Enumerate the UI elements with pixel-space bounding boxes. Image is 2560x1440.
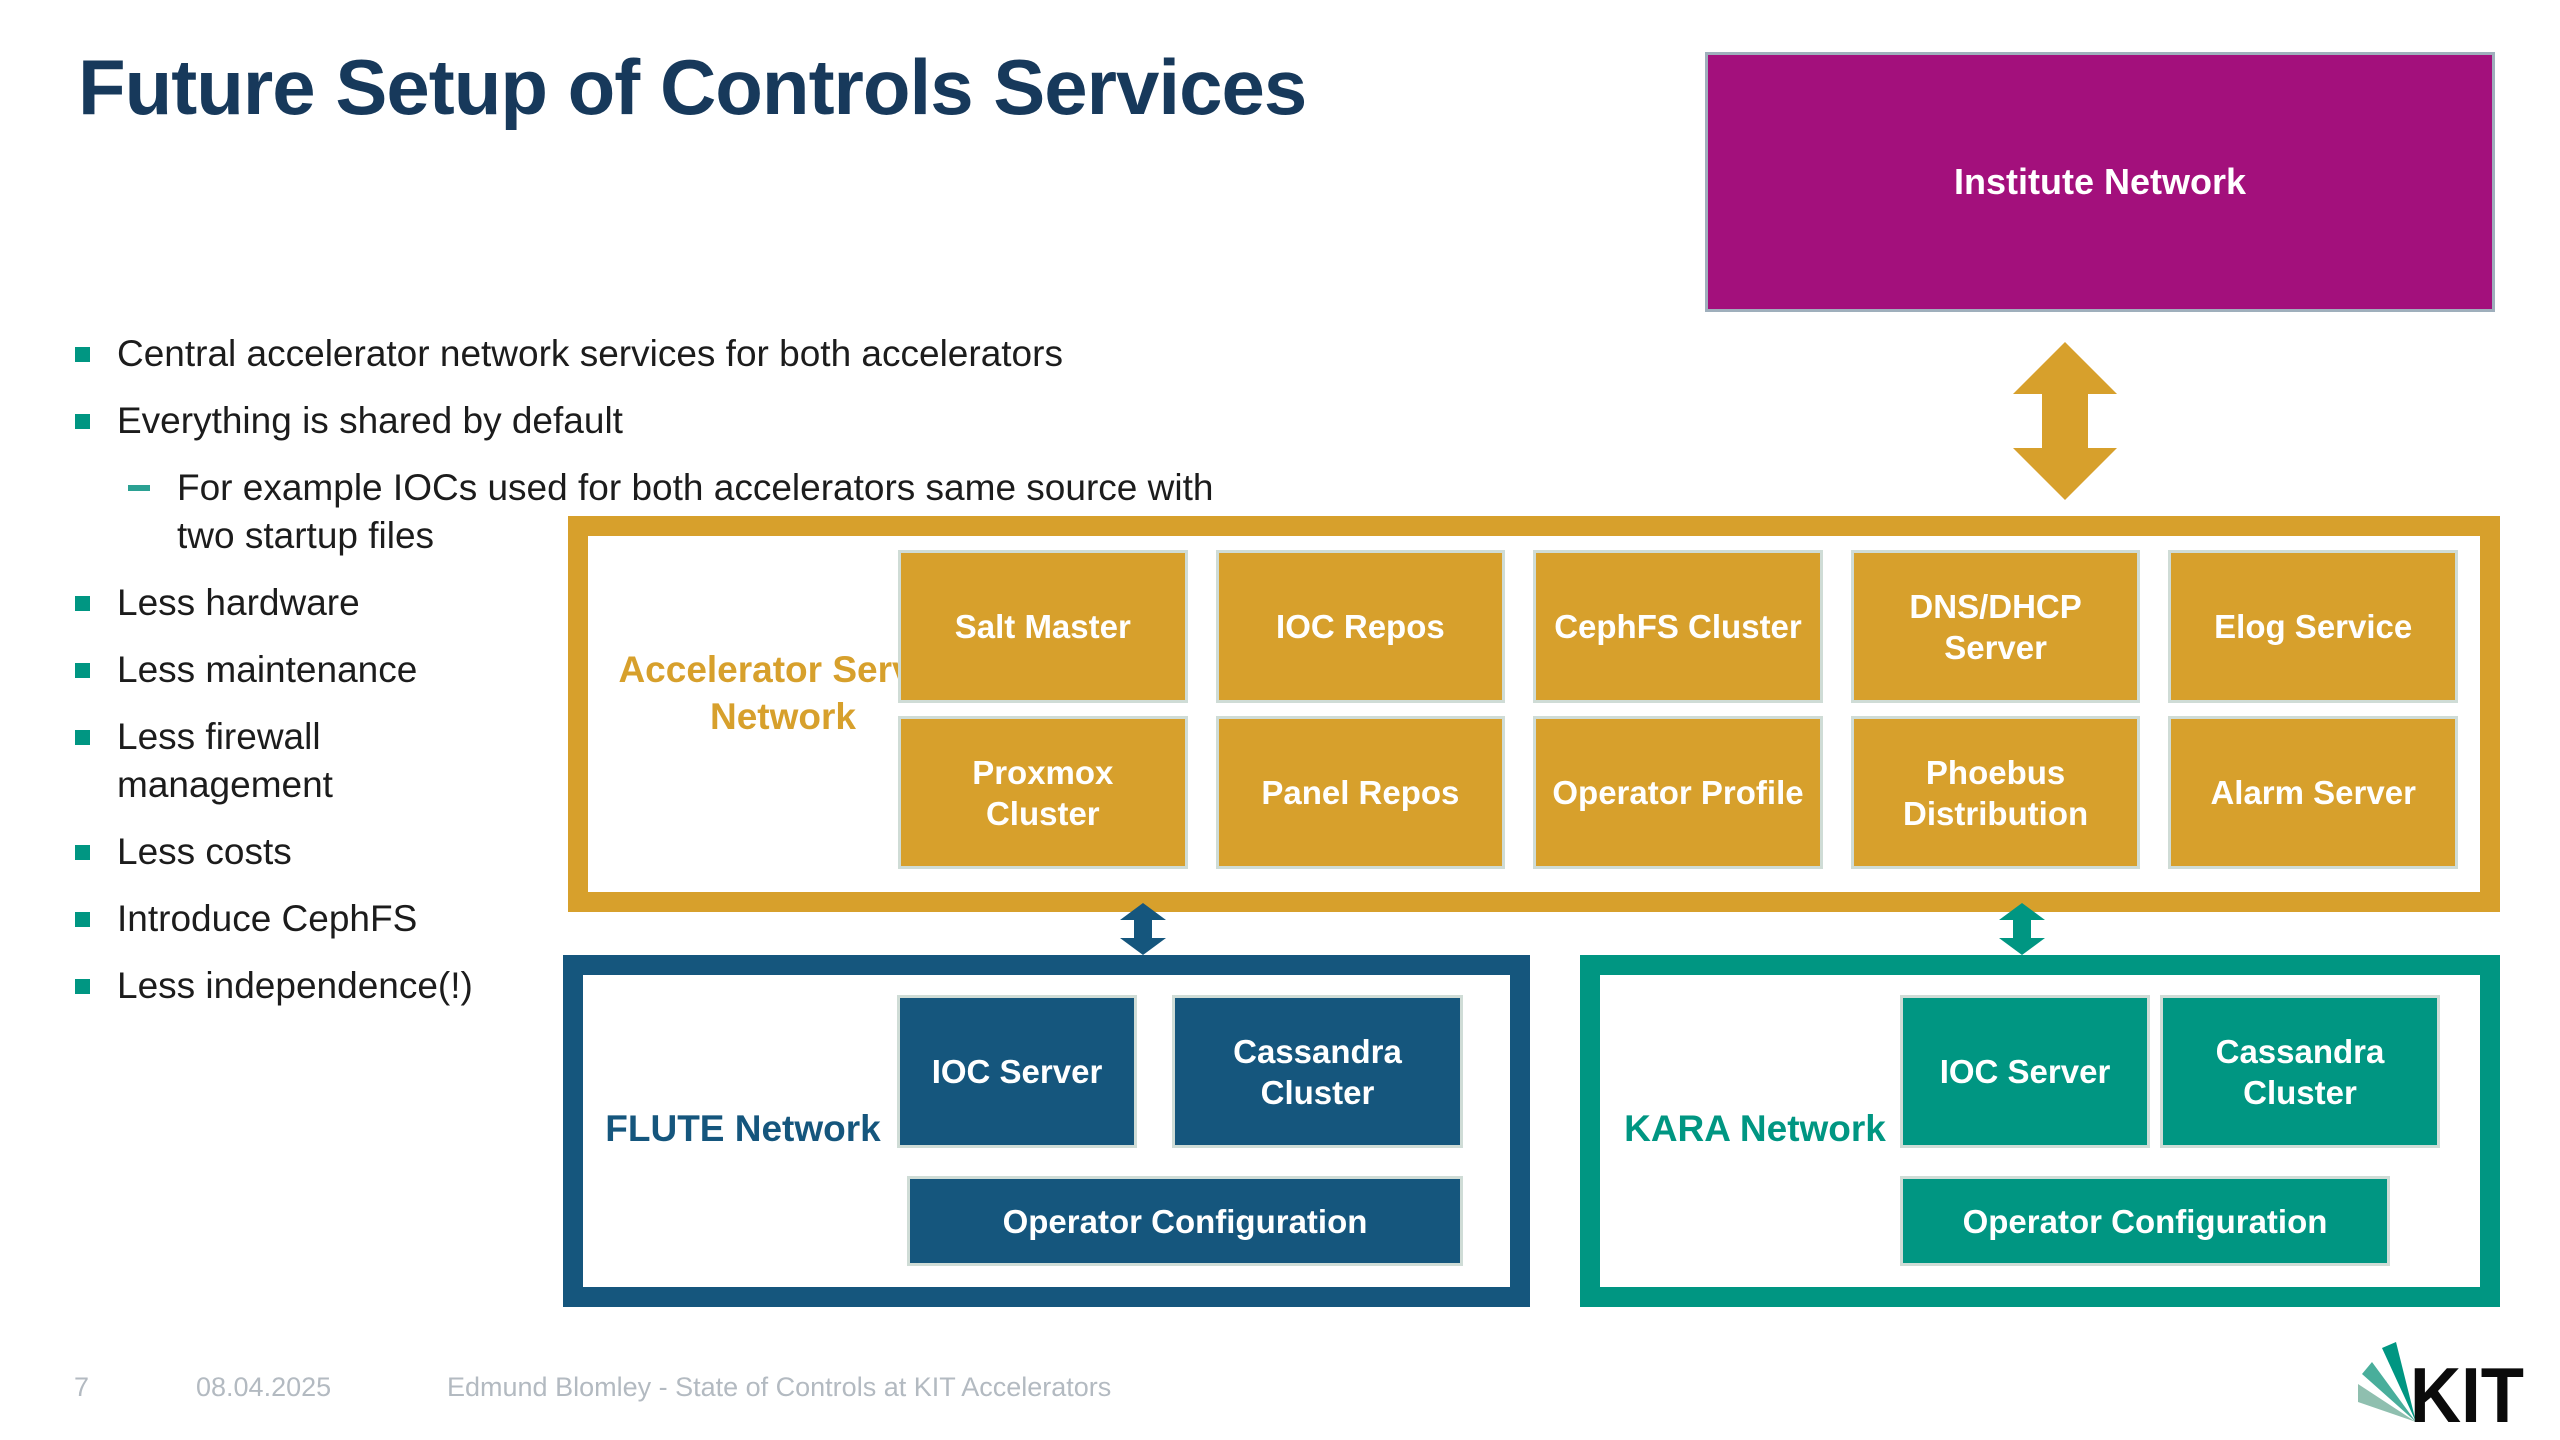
box-kara-ioc-server: IOC Server [1900,995,2150,1148]
list-item: Central accelerator network services for… [75,330,1255,378]
bullet-text: Less maintenance [117,649,418,690]
list-item: Everything is shared by default [75,397,1255,445]
double-arrow-icon [1120,903,1166,955]
bullet-square-icon [75,663,90,678]
accelerator-server-network-label: Accelerator Server Network [618,649,948,737]
bullet-text: Less independence(!) [117,965,473,1006]
bullet-text: Less hardware [117,582,360,623]
double-arrow-icon [1999,903,2045,955]
list-item: Less maintenance [75,646,1255,694]
list-item: Less costs [75,828,1255,876]
box-panel-repos: Panel Repos [1215,716,1506,869]
list-item: Less independence(!) [75,962,1255,1010]
box-flute-cassandra-cluster: Cassandra Cluster [1172,995,1463,1148]
bullet-list: Central accelerator network services for… [75,330,1255,1029]
flute-network-box: FLUTE Network IOC Server Cassandra Clust… [563,955,1530,1307]
kit-logo: KIT [2358,1342,2524,1430]
bullet-text: For example IOCs used for both accelerat… [177,467,1214,556]
institute-network-label: Institute Network [1953,161,2247,202]
page-number: 7 [74,1372,90,1402]
bullet-square-icon [75,845,90,860]
bullet-text: Less firewall management [117,716,333,805]
accelerator-server-network-box: Accelerator Server Network Salt Master I… [568,516,2500,912]
flute-network-label: FLUTE Network [605,1108,881,1149]
list-item: Less firewall management [75,713,1255,809]
kara-network-box: KARA Network IOC Server Cassandra Cluste… [1580,955,2500,1307]
bullet-square-icon [75,347,90,362]
box-operator-profile: Operator Profile [1533,716,1823,869]
box-elog-service: Elog Service [2168,550,2458,703]
institute-network-box: Institute Network [1705,52,2495,312]
box-dns-dhcp-server: DNS/DHCP Server [1850,550,2141,703]
bullet-dash-icon [128,485,150,491]
box-salt-master: Salt Master [898,550,1188,703]
kit-logo-text: KIT [2410,1351,2524,1430]
bullet-square-icon [75,912,90,927]
footer-credit: Edmund Blomley - State of Controls at KI… [447,1372,1112,1402]
bullet-text: Introduce CephFS [117,898,418,939]
box-cephfs-cluster: CephFS Cluster [1533,550,1823,703]
page-title: Future Setup of Controls Services [78,43,1307,131]
list-item: Introduce CephFS [75,895,1255,943]
box-kara-operator-configuration: Operator Configuration [1900,1176,2390,1266]
bullet-square-icon [75,730,90,745]
bullet-text: Less costs [117,831,292,872]
bullet-square-icon [75,414,90,429]
box-ioc-repos: IOC Repos [1215,550,1506,703]
bullet-square-icon [75,596,90,611]
box-phoebus-distribution: Phoebus Distribution [1850,716,2141,869]
double-arrow-icon [2013,342,2117,500]
service-grid: Salt Master IOC Repos CephFS Cluster DNS… [898,550,2458,869]
footer-date: 08.04.2025 [196,1372,332,1402]
bullet-square-icon [75,979,90,994]
box-flute-operator-configuration: Operator Configuration [907,1176,1463,1266]
box-proxmox-cluster: Proxmox Cluster [898,716,1188,869]
kara-network-label: KARA Network [1624,1108,1886,1149]
list-item: Less hardware [75,579,1255,627]
box-kara-cassandra-cluster: Cassandra Cluster [2160,995,2440,1148]
bullet-text: Everything is shared by default [117,400,623,441]
box-flute-ioc-server: IOC Server [897,995,1137,1148]
bullet-text: Central accelerator network services for… [117,333,1063,374]
box-alarm-server: Alarm Server [2168,716,2458,869]
list-subitem: For example IOCs used for both accelerat… [75,464,1255,560]
